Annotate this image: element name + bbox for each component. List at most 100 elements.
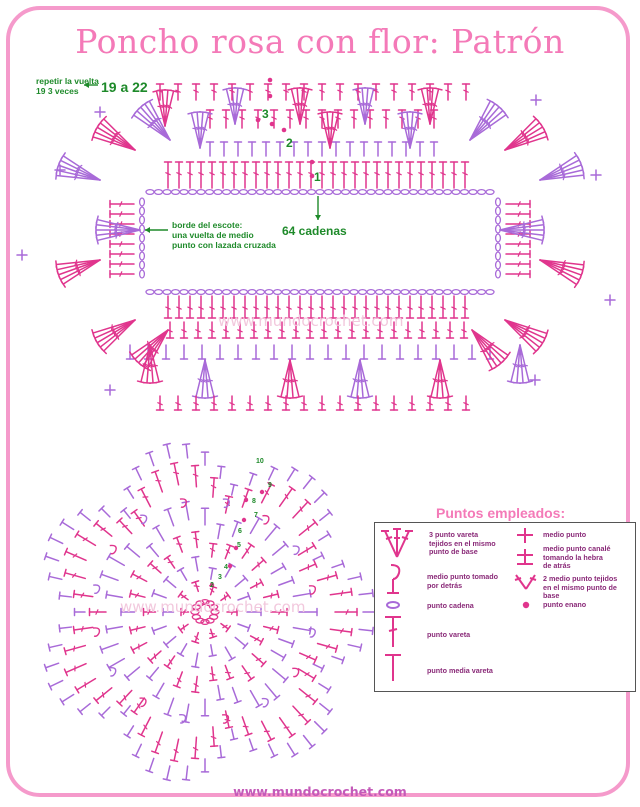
chain-stitch — [451, 288, 461, 296]
stitch — [506, 344, 521, 384]
chain-stitch — [247, 288, 257, 296]
stitch — [353, 83, 363, 101]
stitch — [394, 161, 404, 189]
chain-stitch — [145, 288, 155, 296]
stitch — [227, 83, 237, 101]
stitch — [262, 625, 280, 635]
stitch — [425, 395, 435, 411]
back-post-stitch — [179, 713, 187, 724]
stitch-fan — [152, 89, 178, 127]
stitch — [237, 591, 251, 601]
slip-stitch — [227, 563, 233, 569]
stitch — [518, 344, 528, 384]
stitch — [200, 451, 210, 466]
stitch — [350, 295, 360, 319]
stitch — [229, 728, 239, 741]
flower-round-7: 7 — [254, 512, 258, 519]
slip-stitch — [241, 517, 247, 523]
stitch — [358, 626, 374, 636]
stitch — [287, 344, 297, 360]
repeat-note-line2: 19 3 veces — [36, 86, 79, 96]
stitch — [152, 682, 165, 700]
chain-stitch — [204, 288, 215, 296]
stitch — [137, 716, 152, 738]
stitch — [383, 295, 393, 319]
chain-stitch — [187, 188, 198, 196]
stitch — [260, 720, 276, 743]
chain-stitch — [238, 188, 249, 196]
stitch — [361, 321, 371, 339]
stitch — [63, 568, 87, 580]
stitch — [505, 259, 531, 269]
legend-label-triple-treble: 3 punto vareta tejidos en el mismo punto… — [429, 530, 496, 556]
neckline-note-line2: una vuelta de medio — [172, 230, 254, 240]
stitch — [229, 295, 239, 319]
stitch — [413, 344, 423, 360]
chain-stitch — [138, 251, 146, 261]
stitch — [192, 111, 202, 149]
stitch — [347, 321, 357, 339]
stitch — [174, 295, 184, 319]
stitch — [316, 571, 339, 582]
chain-stitch — [200, 598, 210, 606]
chain-stitch — [298, 188, 308, 196]
stitch — [323, 344, 333, 360]
stitch — [429, 141, 439, 157]
chain-stitch — [485, 288, 495, 296]
stitch — [285, 109, 295, 129]
stitch — [72, 625, 94, 635]
stitch — [197, 344, 207, 360]
stitch — [163, 295, 173, 319]
stitch — [357, 87, 367, 125]
stitch — [180, 607, 190, 617]
chain-stitch — [494, 269, 502, 279]
stitch — [98, 505, 111, 518]
stitch — [224, 664, 235, 681]
chain-stitch — [179, 188, 189, 196]
stitch — [99, 570, 119, 582]
back-post-stitch — [262, 514, 270, 525]
stitch — [233, 141, 243, 157]
chain-stitch — [476, 188, 487, 196]
stitch — [163, 655, 176, 670]
back-post-stitch — [109, 666, 117, 677]
single-stitch — [104, 384, 116, 396]
stitch — [512, 344, 522, 384]
stitch — [302, 734, 316, 750]
flower-round-9: 9 — [268, 482, 272, 489]
stitch — [281, 83, 291, 101]
legend-label-slip: punto enano — [543, 600, 587, 609]
stitch — [460, 161, 470, 189]
stitch — [445, 321, 455, 339]
flower-round-3: 3 — [218, 574, 222, 581]
chain-stitch — [366, 188, 376, 196]
stitch — [98, 706, 111, 719]
chain-stitch — [247, 188, 257, 196]
chain-stitch — [442, 188, 453, 196]
stitch — [443, 83, 453, 101]
stitch — [229, 161, 239, 189]
stitch — [131, 743, 143, 759]
stitch — [249, 515, 263, 535]
stitch — [505, 199, 531, 209]
stitch — [263, 321, 273, 339]
stitch — [405, 295, 415, 319]
chain-stitch — [200, 618, 210, 626]
stitch — [120, 507, 131, 519]
stitch — [504, 132, 549, 151]
watermark-poncho: www.mundocrochet.com — [218, 312, 404, 330]
stitch — [217, 465, 226, 480]
stitch — [247, 141, 257, 157]
chain-stitch — [400, 288, 410, 296]
chain-stitch — [323, 188, 334, 196]
chain-stitch — [391, 188, 402, 196]
stitch — [128, 329, 169, 359]
stitch — [106, 552, 126, 567]
stitch — [352, 359, 362, 399]
chain-stitch — [138, 233, 146, 243]
back-post-stitch — [261, 697, 269, 708]
stitch — [347, 572, 363, 581]
stitch — [130, 697, 146, 716]
stitch-fan — [352, 87, 378, 125]
